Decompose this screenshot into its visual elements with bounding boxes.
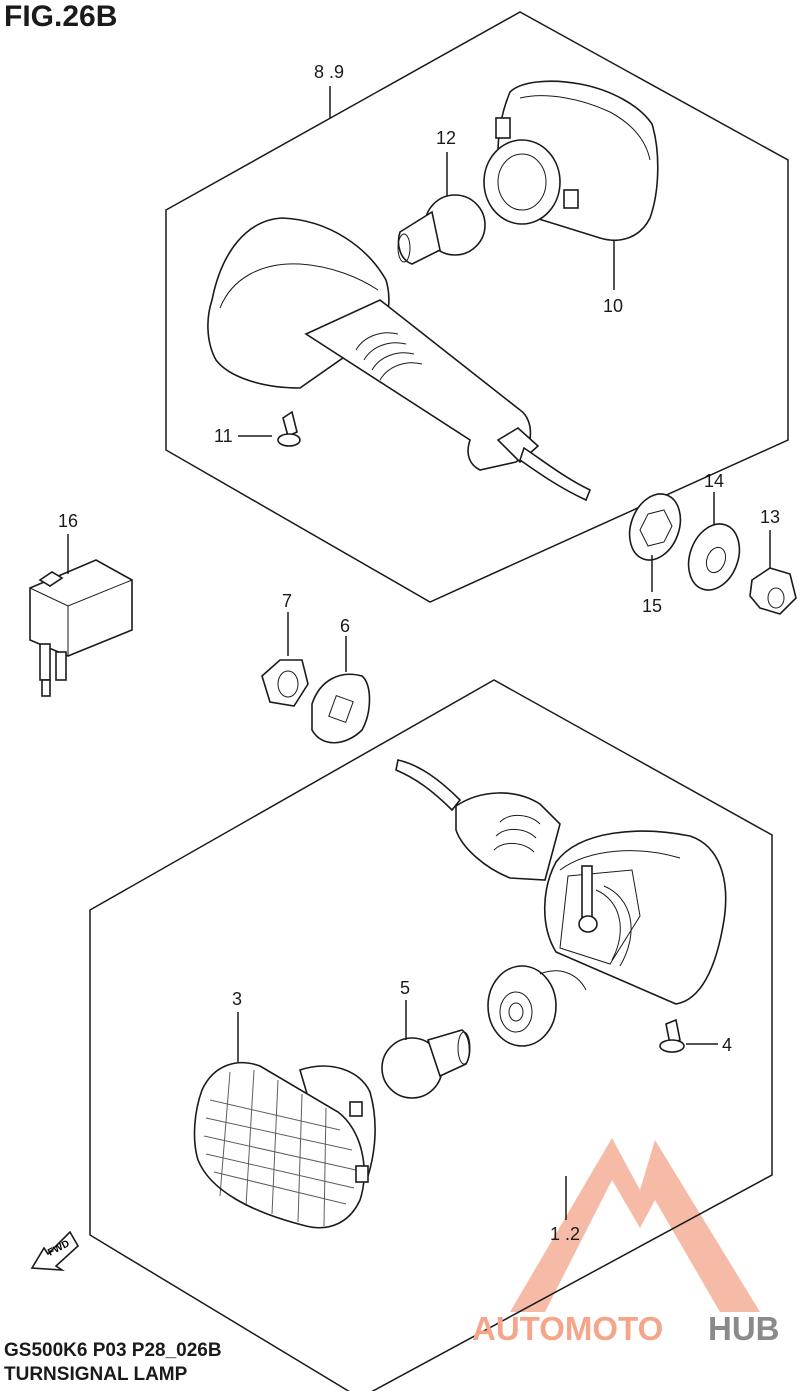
part-15-grommet <box>628 493 682 561</box>
callout-1-2: 1 .2 <box>550 1224 580 1244</box>
part-12-bulb <box>397 194 486 265</box>
callout-3: 3 <box>232 989 242 1009</box>
callout-15: 15 <box>642 596 662 616</box>
callout-11: 11 <box>214 426 233 446</box>
leader-lines <box>67 86 771 1220</box>
part-3-lens <box>193 1062 376 1229</box>
part-4-screw <box>659 1018 685 1053</box>
callout-7: 7 <box>282 591 292 611</box>
socket-lower <box>487 965 587 1047</box>
callout-4: 4 <box>722 1035 732 1055</box>
part-5-bulb <box>381 1029 471 1099</box>
watermark-text-automoto: AUTOMOTO <box>472 1310 663 1347</box>
callout-10: 10 <box>603 296 623 316</box>
part-11-screw <box>277 410 301 447</box>
callout-6: 6 <box>340 616 350 636</box>
part-16-relay <box>29 559 133 697</box>
upper-assembly-outline <box>165 11 789 603</box>
figure-title: FIG.26B <box>4 0 118 33</box>
model-code: GS500K6 P03 P28_026B <box>4 1340 222 1361</box>
part-8-9-housing <box>207 217 592 502</box>
callout-5: 5 <box>400 978 410 998</box>
part-13-nut <box>749 567 797 615</box>
watermark-text-hub: HUB <box>708 1310 780 1347</box>
callout-13: 13 <box>760 507 780 527</box>
fwd-direction-marker: FWD <box>30 1230 80 1271</box>
part-7-nut <box>261 659 309 707</box>
part-14-washer <box>687 523 741 591</box>
callout-8-9: 8 .9 <box>314 62 344 82</box>
lower-assembly-outline <box>89 679 773 1391</box>
part-6-gasket <box>311 673 371 744</box>
callout-16: 16 <box>58 511 78 531</box>
callout-12: 12 <box>436 128 456 148</box>
part-1-2-housing <box>395 759 727 1005</box>
assembly-name: TURNSIGNAL LAMP <box>4 1364 188 1385</box>
watermark-logo <box>510 1138 760 1312</box>
part-10-lens <box>483 80 659 241</box>
callout-14: 14 <box>704 471 724 491</box>
